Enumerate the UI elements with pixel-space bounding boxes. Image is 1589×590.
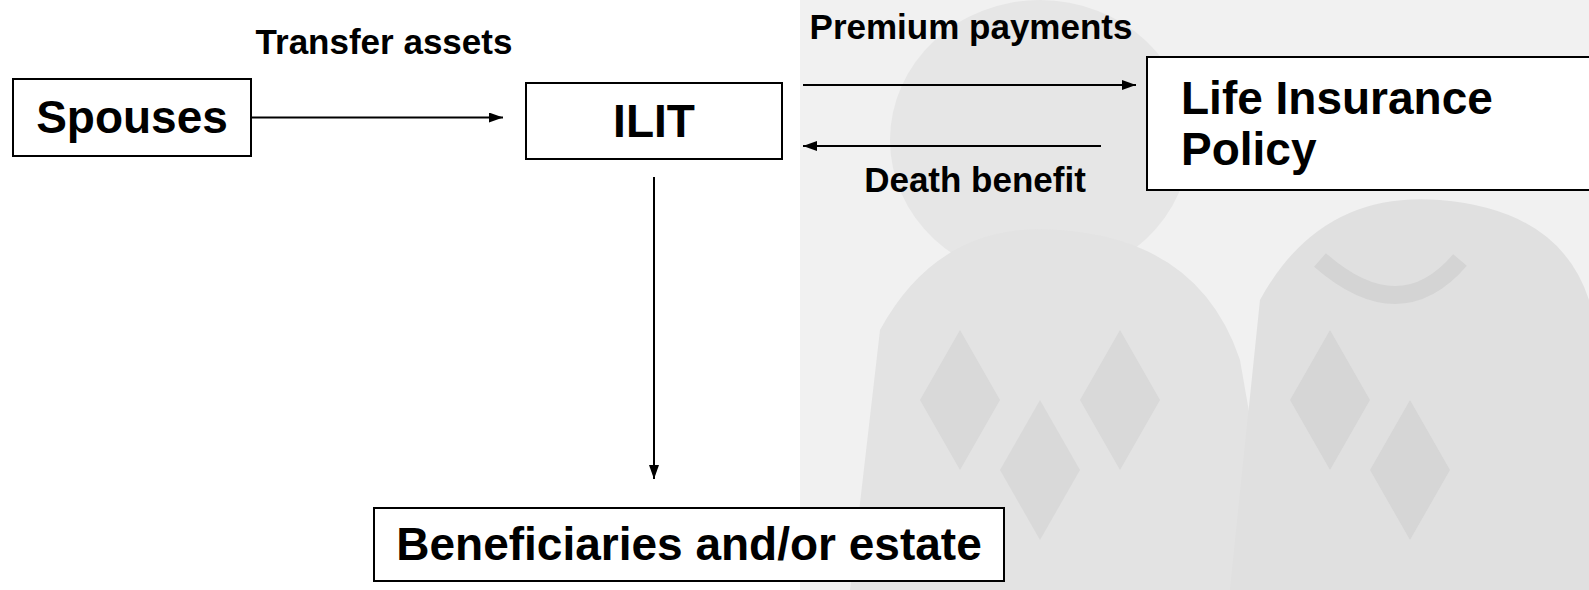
edge-label-holder: Premium payments	[810, 8, 1133, 47]
node-text: ILIT	[613, 96, 695, 147]
policy-box: Life Insurance Policy	[1146, 56, 1589, 191]
node-text: Spouses	[36, 92, 228, 143]
edge-label-holder: Death benefit	[864, 161, 1086, 200]
beneficiary-box: Beneficiaries and/or estate	[373, 507, 1005, 582]
people-silhouette	[850, 0, 1589, 590]
party-box: Spouses	[12, 78, 252, 157]
edge-label: Transfer assets	[256, 23, 513, 62]
trust-box: ILIT	[525, 82, 783, 160]
photo-ground	[800, 0, 1589, 590]
edge-label: Premium payments	[810, 8, 1133, 47]
flow-arrow	[252, 117, 503, 119]
edge-label-holder: Transfer assets	[256, 23, 513, 62]
node-text: Life Insurance Policy	[1181, 73, 1581, 174]
flow-arrow	[803, 145, 1101, 147]
edge-label: Death benefit	[864, 161, 1086, 200]
flow-arrow	[803, 84, 1136, 86]
node-text: Beneficiaries and/or estate	[396, 519, 981, 570]
flow-arrow	[653, 177, 655, 479]
